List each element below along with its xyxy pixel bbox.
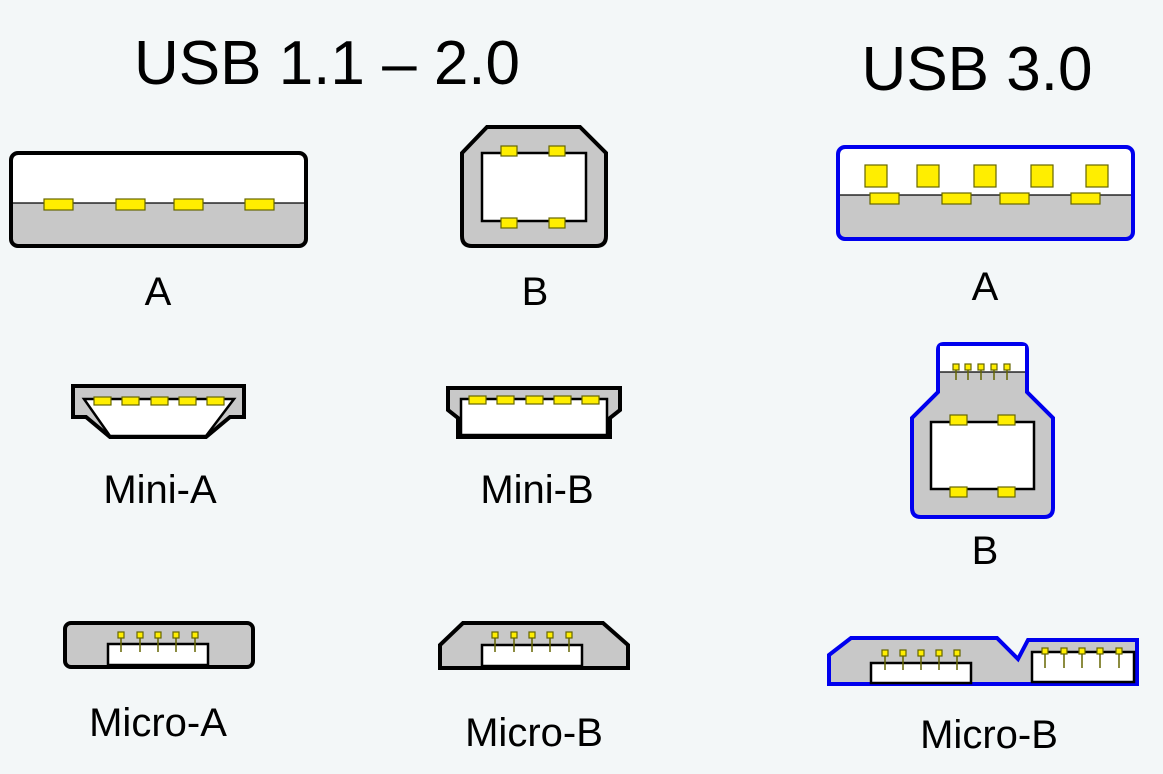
usb3-micro-b-connector — [827, 636, 1139, 686]
usb2-type-a-connector — [9, 151, 308, 248]
usb3-micro-b-label: Micro-B — [920, 713, 1058, 757]
usb2-mini-a-connector — [71, 384, 246, 439]
usb2-mini-a-label: Mini-A — [103, 468, 217, 512]
usb3-type-a-label: A — [971, 265, 999, 309]
usb2-heading: USB 1.1 – 2.0 — [133, 29, 521, 98]
usb2-micro-b-label: Micro-B — [465, 711, 603, 755]
usb3-heading: USB 3.0 — [861, 35, 1093, 104]
usb2-type-b-label: B — [521, 270, 549, 314]
usb3-type-b-label: B — [971, 529, 999, 573]
usb3-type-a-connector — [836, 145, 1135, 241]
usb2-micro-b-connector — [438, 621, 630, 670]
usb2-type-b-connector — [460, 125, 608, 248]
usb2-mini-b-connector — [446, 386, 622, 439]
usb2-micro-a-label: Micro-A — [89, 701, 227, 745]
usb2-micro-a-connector — [63, 621, 255, 669]
usb2-mini-b-label: Mini-B — [480, 468, 594, 512]
usb3-type-b-connector — [910, 342, 1055, 519]
usb2-type-a-label: A — [144, 270, 172, 314]
